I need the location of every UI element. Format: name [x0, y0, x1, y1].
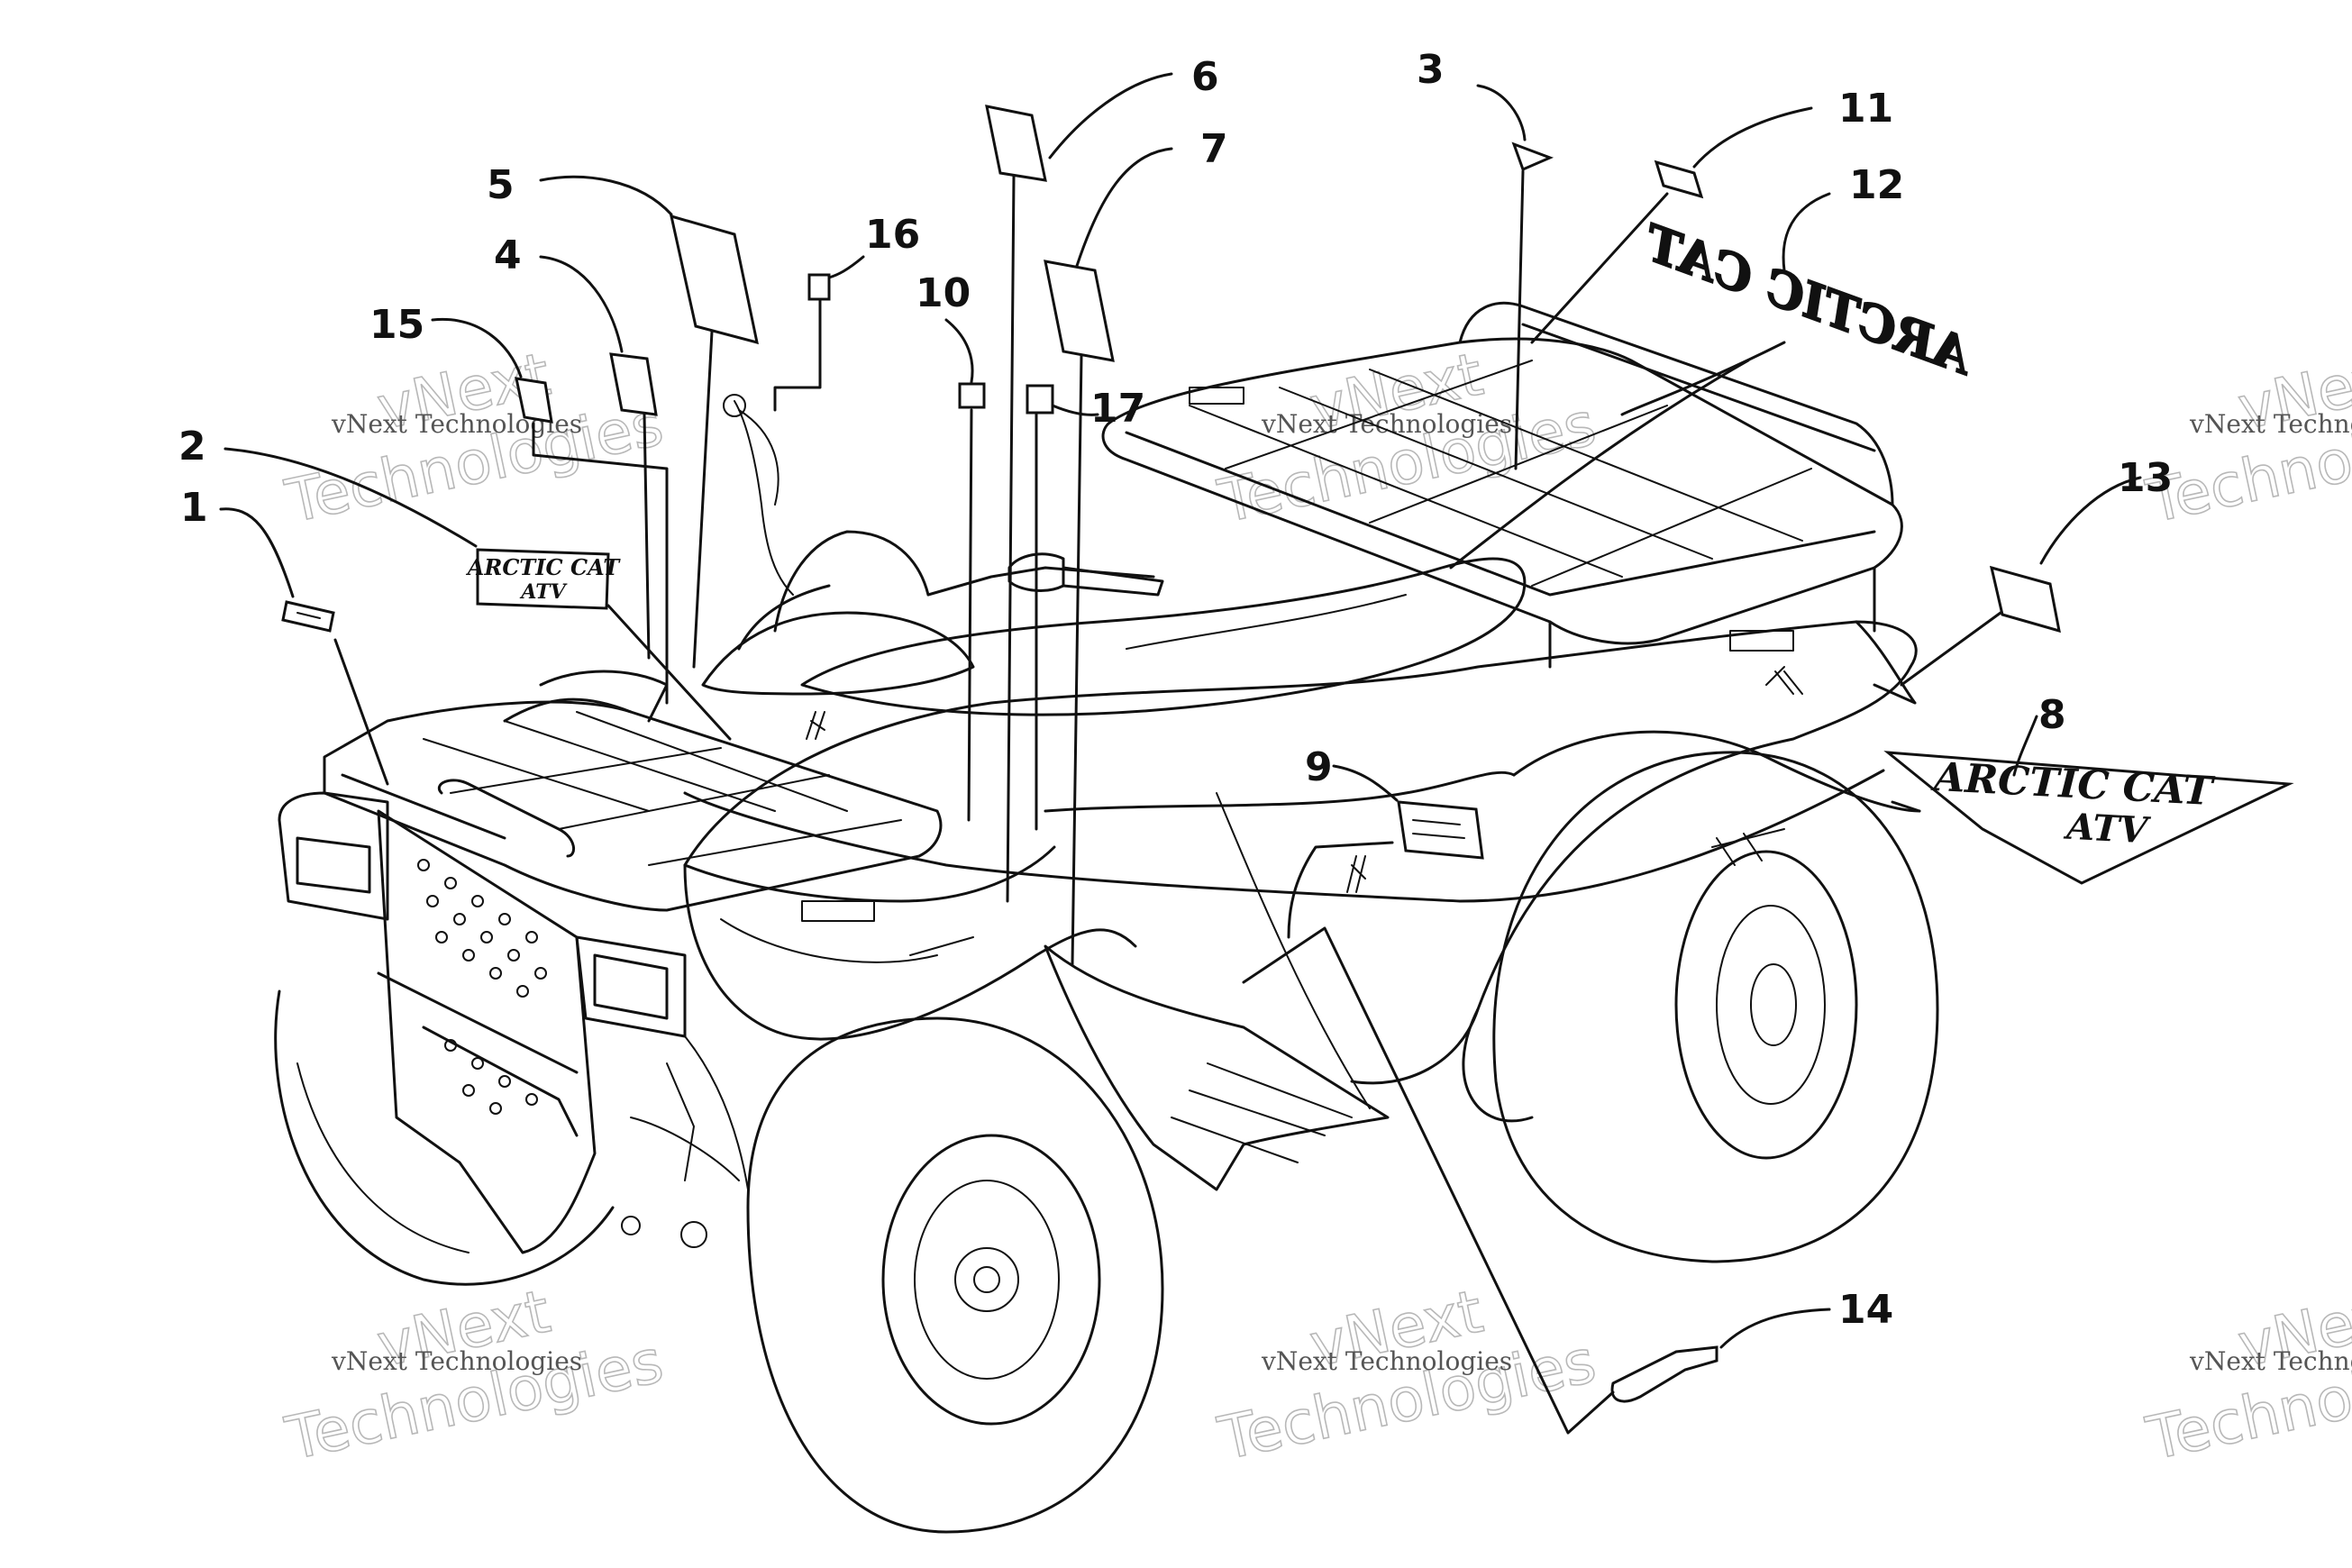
callout-10: 10 [916, 270, 971, 316]
decal-11-shape [1654, 160, 1704, 199]
decal-2-line1: ARCTIC CAT [466, 554, 622, 580]
leader-lines [219, 72, 2142, 1435]
decal-2-line2: ATV [519, 580, 567, 604]
callout-3: 3 [1417, 47, 1445, 93]
watermark-caption: vNext Technologies [2189, 1346, 2352, 1376]
decal-5-shape [669, 214, 759, 345]
callout-8: 8 [2038, 692, 2066, 738]
callout-2: 2 [178, 424, 206, 469]
front-rack [323, 670, 943, 922]
watermark-caption: vNext Technologies [1261, 1346, 1512, 1376]
callout-12: 12 [1849, 162, 1904, 208]
callout-4: 4 [494, 232, 522, 278]
front-wheel [746, 1016, 1164, 1534]
decal-13-shape [1989, 565, 2061, 634]
callout-9: 9 [1305, 744, 1333, 790]
decal-4-shape [609, 352, 658, 416]
watermark-caption: vNext Technologies [2189, 409, 2352, 439]
decal-1-shape [281, 600, 335, 633]
callout-11: 11 [1838, 86, 1893, 132]
decal-12-text: ARCTIC CAT [1635, 213, 1983, 387]
decal-16-shape [807, 273, 831, 301]
callout-15: 15 [369, 302, 424, 348]
callout-17: 17 [1090, 386, 1145, 432]
decal-9-shape [1397, 800, 1484, 860]
callout-16: 16 [865, 212, 920, 258]
decal-12: ARCTIC CAT [1634, 212, 1983, 387]
callout-5: 5 [487, 162, 515, 208]
decal-2: ARCTIC CAT ATV [466, 548, 622, 610]
callout-numbers: 1 2 3 4 5 6 7 8 9 10 11 12 13 14 15 16 1… [178, 47, 2173, 1333]
decal-3-shape [1511, 141, 1554, 172]
decal-7-shape [1044, 260, 1115, 362]
decal-8: ARCTIC CAT ATV [1883, 751, 2294, 885]
watermark-caption: vNext Technologies [331, 1346, 582, 1376]
callout-6: 6 [1191, 54, 1219, 100]
callout-13: 13 [2118, 455, 2173, 501]
small-decals [281, 105, 2061, 1403]
decal-6-shape [985, 105, 1047, 182]
watermarks: vNext Technologies vNext Technologies vN… [279, 339, 2352, 1474]
rear-rack [1101, 301, 1903, 669]
bumper-mesh [417, 859, 547, 1115]
callout-14: 14 [1838, 1287, 1893, 1333]
decal-14-shape [1610, 1345, 1718, 1403]
decal-15-shape [515, 377, 553, 424]
rear-wheel [1492, 751, 1939, 1263]
front-bumper [278, 779, 687, 1254]
callout-1: 1 [180, 485, 208, 531]
decal-10-shape [958, 382, 986, 409]
callout-7: 7 [1200, 126, 1228, 172]
watermark-caption: vNext Technologies [1261, 409, 1512, 439]
rear-left-wheel [274, 989, 615, 1286]
decal-8-line2: ATV [2062, 806, 2152, 852]
decal-17-shape [1026, 384, 1054, 415]
